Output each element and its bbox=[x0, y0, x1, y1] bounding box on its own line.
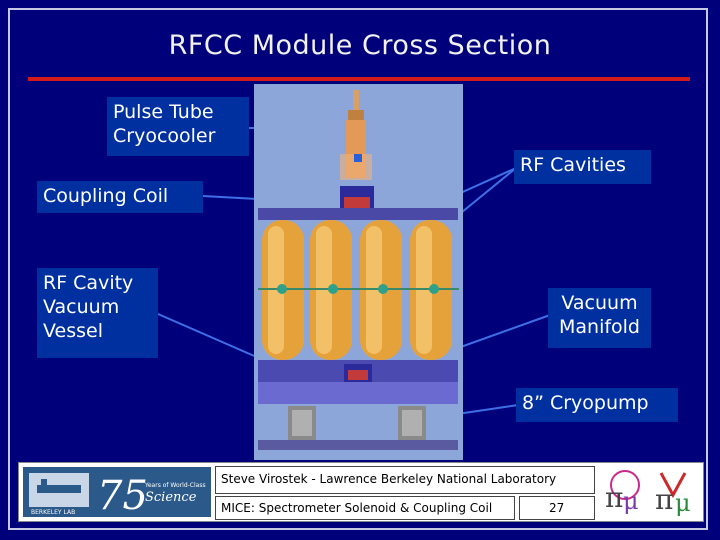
rf-cavities-group bbox=[258, 220, 459, 360]
talk-title-text: MICE: Spectrometer Solenoid & Coupling C… bbox=[221, 501, 493, 515]
talk-title-cell bbox=[215, 496, 515, 520]
label-line: Manifold bbox=[558, 316, 640, 338]
label-line: Cryocooler bbox=[113, 125, 216, 147]
label-coupling-coil: Coupling Coil bbox=[37, 181, 203, 213]
label-cryopump: 8” Cryopump bbox=[516, 388, 678, 422]
label-line: Pulse Tube bbox=[113, 101, 214, 123]
label-rf-cavity-vacuum-vessel: RF Cavity Vacuum Vessel bbox=[37, 268, 158, 358]
svg-text:μ: μ bbox=[623, 487, 639, 515]
presenter-text: Steve Virostek - Lawrence Berkeley Natio… bbox=[221, 472, 557, 486]
svg-text:μ: μ bbox=[675, 489, 691, 517]
presenter-cell bbox=[215, 466, 595, 494]
page-number: 27 bbox=[549, 501, 565, 515]
cryopumps bbox=[288, 406, 426, 440]
lbl-logo-graphic: BERKELEY LAB 75 Years of World-Class Sci… bbox=[29, 473, 206, 519]
pulse-tube-column bbox=[353, 90, 359, 110]
slide-border bbox=[8, 8, 708, 530]
label-line: RF Cavities bbox=[520, 154, 626, 176]
module-illustration bbox=[258, 90, 459, 450]
label-line: Coupling Coil bbox=[43, 185, 169, 207]
lbl-logo: BERKELEY LAB 75 Years of World-Class Sci… bbox=[23, 467, 211, 519]
label-line: Vacuum bbox=[43, 296, 120, 318]
slide-title: RFCC Module Cross Section bbox=[168, 30, 552, 61]
label-line: Vacuum bbox=[561, 292, 638, 314]
label-rf-cavities: RF Cavities bbox=[514, 150, 651, 184]
title-underline bbox=[28, 77, 690, 81]
mice-logo-alt-icon: π μ bbox=[655, 472, 691, 517]
mice-logo-icon: π μ bbox=[605, 470, 640, 515]
svg-text:π: π bbox=[655, 483, 673, 516]
label-vacuum-manifold: Vacuum Manifold bbox=[548, 288, 651, 348]
rfcc-cross-section-drawing bbox=[254, 84, 463, 460]
mice-logo: π μ bbox=[599, 465, 651, 519]
svg-text:π: π bbox=[605, 481, 623, 514]
slide-footer: BERKELEY LAB 75 Years of World-Class Sci… bbox=[18, 462, 704, 522]
lbl-logo-text: BERKELEY LAB bbox=[31, 509, 75, 516]
label-line: RF Cavity bbox=[43, 272, 134, 294]
anniversary-number: 75 bbox=[97, 473, 148, 517]
vacuum-vessel-leader bbox=[157, 313, 269, 363]
anniversary-line-1: Years of World-Class bbox=[144, 482, 206, 489]
label-pulse-tube-cryocooler: Pulse Tube Cryocooler bbox=[107, 97, 249, 156]
vacuum-manifold bbox=[258, 382, 458, 404]
page-number-cell bbox=[519, 496, 595, 520]
mice-logo-alt: π μ bbox=[653, 465, 701, 519]
label-line: Vessel bbox=[43, 320, 103, 342]
label-line: 8” Cryopump bbox=[522, 392, 649, 414]
anniversary-line-2: Science bbox=[145, 490, 197, 505]
